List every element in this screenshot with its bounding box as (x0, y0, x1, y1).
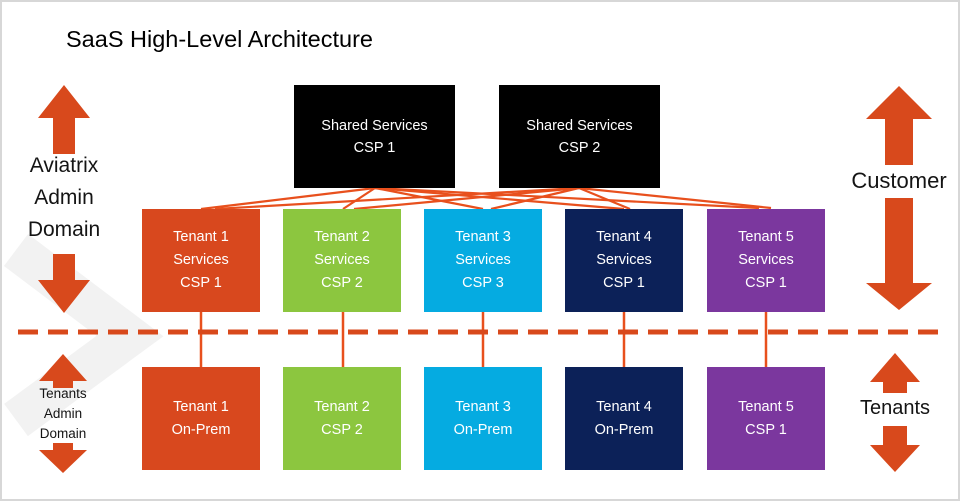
tenant4-services-box: Tenant 4 Services CSP 1 (565, 209, 683, 312)
box-label: Tenant 2 (314, 229, 370, 245)
tenants-up-arrow (870, 353, 920, 393)
box-label: Tenant 1 (173, 398, 229, 415)
aviatrix-down-arrow (38, 254, 90, 313)
box-label: CSP 1 (353, 139, 396, 156)
box-label: Tenant 4 (596, 229, 652, 245)
tenant5-services-box: Tenant 5 Services CSP 1 (707, 209, 825, 312)
box-label: CSP 3 (462, 275, 504, 291)
box-label: Tenant 1 (173, 229, 229, 245)
box-label: Services (314, 252, 370, 268)
page-title: SaaS High-Level Architecture (66, 26, 373, 52)
box-label: Tenant 4 (596, 398, 652, 415)
tenant1-onprem-box: Tenant 1 On-Prem (142, 367, 260, 470)
box-label: Tenant 5 (738, 229, 794, 245)
box-label: Shared Services (526, 117, 633, 134)
connector-csp1-tenant3 (374, 186, 484, 211)
box-label: Services (173, 252, 229, 268)
connector-csp2-tenant1 (214, 186, 580, 211)
box-label: Services (596, 252, 652, 268)
box-label: CSP 2 (321, 421, 363, 438)
connector-csp1-tenant5 (374, 186, 760, 210)
box-label: CSP 2 (321, 275, 363, 291)
tenant2-services-box: Tenant 2 Services CSP 2 (283, 209, 401, 312)
box-label: CSP 1 (745, 275, 787, 291)
box-label: Services (738, 252, 794, 268)
box-label: Tenant 5 (738, 398, 794, 415)
connector-csp2-tenant5 (578, 186, 772, 210)
connector-csp1-tenant4 (374, 186, 625, 211)
tenant4-onprem-box: Tenant 4 On-Prem (565, 367, 683, 470)
box-label: On-Prem (453, 421, 513, 438)
label-line: Admin (34, 186, 94, 209)
box-label: Shared Services (321, 117, 428, 134)
tenants-admin-down-arrow (39, 443, 87, 473)
box-label: Tenant 3 (455, 229, 511, 245)
box-label: Tenant 2 (314, 398, 370, 415)
shared-services-csp2-box: Shared Services CSP 2 (499, 85, 660, 188)
connector-csp1-tenant2 (342, 187, 376, 210)
customer-label: Customer (851, 168, 947, 193)
tenant1-services-box: Tenant 1 Services CSP 1 (142, 209, 260, 312)
box-label: CSP 1 (745, 421, 787, 438)
connector-csp1-tenant1 (200, 186, 376, 211)
box-label: CSP 2 (558, 139, 601, 156)
tenants-label: Tenants (859, 397, 931, 419)
customer-up-arrow (866, 86, 932, 165)
tenants-admin-domain-label: Tenants Admin Domain (8, 384, 118, 444)
tenants-down-arrow (870, 426, 920, 472)
aviatrix-up-arrow (38, 85, 90, 154)
tenants-admin-up-arrow (39, 354, 87, 388)
tenant5-csp1-box: Tenant 5 CSP 1 (707, 367, 825, 470)
box-label: Tenant 3 (455, 398, 511, 415)
label-line: Domain (39, 426, 87, 441)
tenant3-services-box: Tenant 3 Services CSP 3 (424, 209, 542, 312)
box-label: CSP 1 (603, 275, 645, 291)
tenant3-onprem-box: Tenant 3 On-Prem (424, 367, 542, 470)
label-line: Domain (27, 218, 101, 241)
label-line: Admin (43, 406, 83, 421)
customer-down-arrow (866, 198, 932, 310)
label-line: Tenants (39, 386, 87, 401)
box-label: On-Prem (594, 421, 654, 438)
connector-csp2-tenant2 (353, 186, 580, 211)
label-line: Aviatrix (29, 154, 99, 177)
connector-csp2-tenant3 (490, 186, 580, 211)
box-label: CSP 1 (180, 275, 222, 291)
box-label: On-Prem (171, 421, 231, 438)
tenant2-csp2-box: Tenant 2 CSP 2 (283, 367, 401, 470)
box-label: Services (455, 252, 511, 268)
connector-csp2-tenant4 (578, 186, 631, 211)
aviatrix-admin-domain-label: Aviatrix Admin Domain (8, 150, 120, 246)
shared-services-csp1-box: Shared Services CSP 1 (294, 85, 455, 188)
